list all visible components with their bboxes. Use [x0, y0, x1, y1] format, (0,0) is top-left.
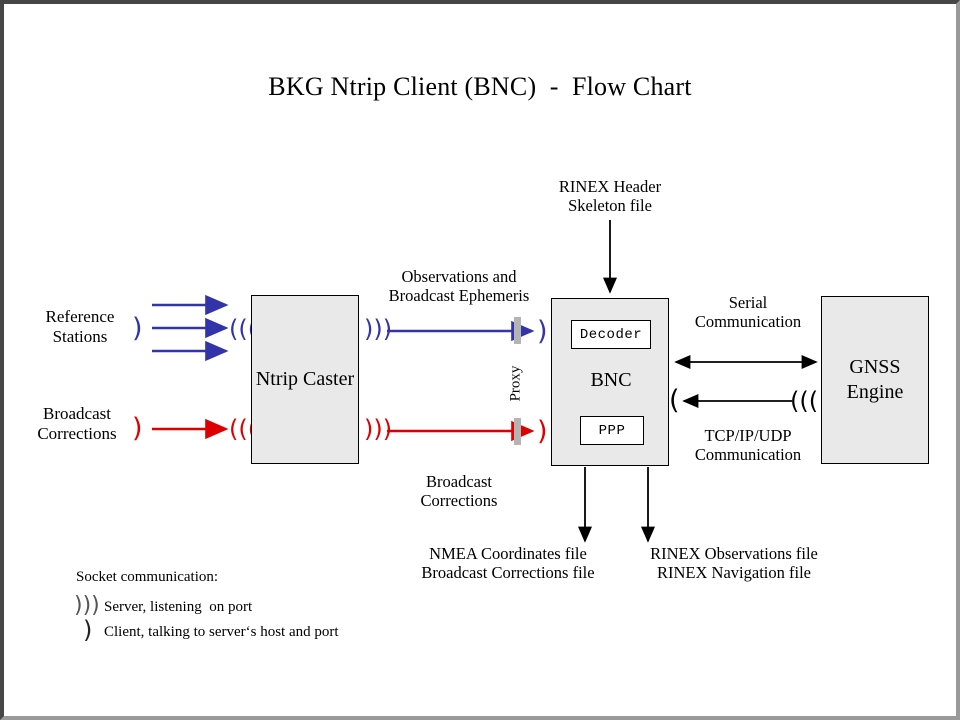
proxy-bar-upper — [514, 317, 521, 344]
server-wave-icon: ))) — [790, 387, 819, 415]
tcpip-communication-label: TCP/IP/UDP Communication — [694, 426, 802, 465]
node-bnc-decoder-label: Decoder — [579, 326, 643, 343]
node-gnss-engine[interactable]: GNSS Engine — [821, 296, 929, 464]
proxy-bar-lower — [514, 418, 521, 445]
output-right-label: RINEX Observations file RINEX Navigation… — [650, 544, 818, 583]
client-paren-icon: ( — [669, 385, 680, 416]
node-bnc-decoder[interactable]: Decoder — [571, 320, 651, 349]
node-bnc-label: BNC — [590, 369, 632, 391]
reference-station-arrows — [152, 294, 229, 362]
node-ntrip-caster-label: Ntrip Caster — [255, 368, 355, 390]
client-paren-icon: ) — [537, 316, 548, 347]
client-paren-icon: ) — [537, 416, 548, 447]
client-paren-icon: ) — [132, 413, 143, 444]
node-bnc-ppp-label: PPP — [598, 422, 626, 439]
server-wave-icon: ))) — [364, 315, 393, 343]
node-gnss-engine-label: GNSS Engine — [846, 356, 904, 403]
rinex-header-label: RINEX Header Skeleton file — [558, 177, 662, 216]
serial-communication-label: Serial Communication — [694, 293, 802, 332]
reference-stations-label: Reference Stations — [45, 307, 115, 347]
observations-label: Observations and Broadcast Ephemeris — [388, 267, 530, 306]
client-paren-icon: ) — [83, 616, 93, 644]
output-file-arrows — [577, 467, 656, 543]
client-paren-icon: ) — [132, 313, 143, 344]
node-bnc[interactable]: Decoder BNC PPP — [551, 298, 669, 466]
legend-item-label: Client, talking to server‘s host and por… — [104, 624, 339, 640]
legend-item-label: Server, listening on port — [104, 599, 253, 615]
proxy-label: Proxy — [507, 365, 524, 402]
legend-heading: Socket communication: — [76, 569, 219, 585]
server-wave-icon: ))) — [74, 593, 100, 618]
broadcast-corrections-edge-label: Broadcast Corrections — [420, 472, 498, 511]
flowchart-canvas: BKG Ntrip Client (BNC) - Flow Chart Refe… — [4, 4, 956, 716]
node-bnc-ppp[interactable]: PPP — [580, 416, 644, 445]
server-wave-icon: ))) — [364, 415, 393, 443]
output-left-label: NMEA Coordinates file Broadcast Correcti… — [421, 544, 595, 583]
page-title: BKG Ntrip Client (BNC) - Flow Chart — [268, 72, 692, 101]
broadcast-corrections-source-label: Broadcast Corrections — [37, 404, 117, 444]
node-ntrip-caster[interactable]: Ntrip Caster — [251, 295, 359, 464]
